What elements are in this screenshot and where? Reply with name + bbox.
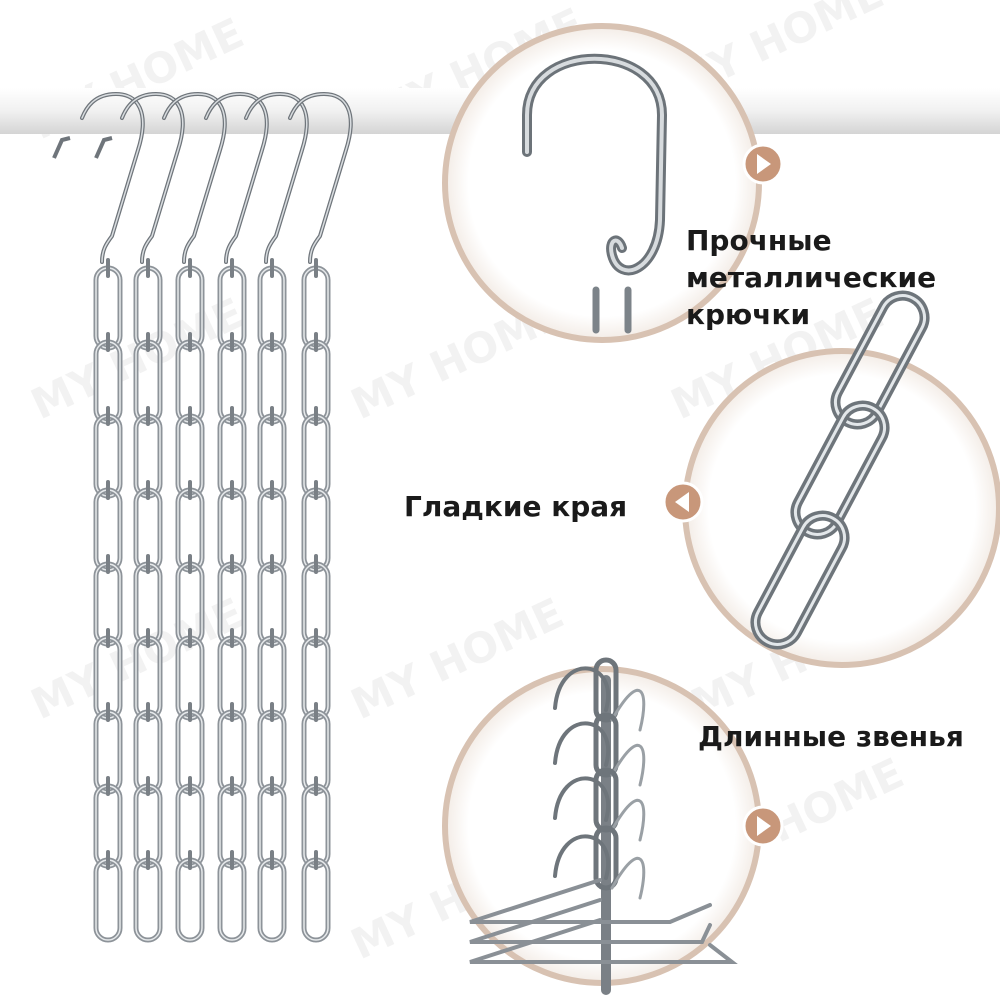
chain-closeup: [750, 290, 930, 650]
chain-link-highlight: [833, 294, 927, 426]
hook-closeup: [522, 53, 668, 334]
feature-label-line: крючки: [686, 298, 811, 331]
hanger-hook: [553, 666, 610, 712]
hook-chain: [288, 91, 353, 943]
play-arrow-right-icon: [742, 143, 784, 185]
feature-label-long-links: Длинные звенья: [698, 718, 964, 755]
play-arrow-left-icon: [662, 481, 704, 523]
chain-link: [593, 657, 619, 723]
chain-link: [301, 857, 331, 943]
hanger-hook: [553, 834, 610, 880]
feature-label-smooth-edges: Гладкие края: [404, 488, 627, 525]
hook-chain: [80, 91, 145, 943]
chain-link: [175, 857, 205, 943]
hook-chain: [120, 91, 185, 943]
feature-label-strong-hooks: Прочные металлические крючки: [686, 222, 936, 333]
feature-label-line: Длинные звенья: [698, 720, 964, 753]
feature-label-line: металлические: [686, 261, 937, 294]
hanger-hook: [553, 776, 610, 822]
chain-link: [257, 857, 287, 943]
hook-chain: [204, 91, 269, 943]
hanger-hook: [553, 721, 610, 767]
feature-label-line: Гладкие края: [404, 490, 628, 523]
hanger-frame: [469, 918, 738, 964]
chain-link: [93, 857, 123, 943]
chain-link-highlight: [793, 404, 887, 536]
hanger-frame: [469, 898, 712, 944]
chain-link: [593, 712, 619, 778]
chain-link-highlight: [753, 514, 847, 646]
hook-chains: [52, 91, 353, 943]
chain-link: [133, 857, 163, 943]
chain-link: [217, 857, 247, 943]
hanger-frame: [469, 878, 712, 924]
chain-link: [593, 825, 619, 891]
feature-label-line: Прочные: [686, 224, 832, 257]
hook-chain: [244, 91, 309, 943]
hook-tips: [52, 136, 113, 159]
hangers-closeup: [469, 657, 738, 995]
play-arrow-right-icon: [742, 805, 784, 847]
hook-chain: [162, 91, 227, 943]
